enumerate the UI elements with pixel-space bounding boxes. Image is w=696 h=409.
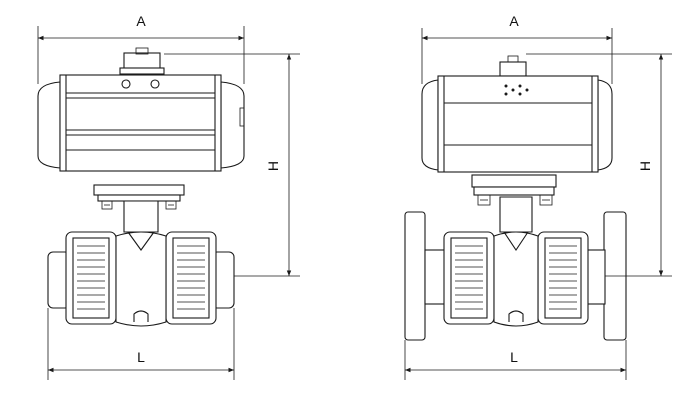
dimension-a-left — [37, 26, 245, 84]
dimension-h-label-right: H — [637, 161, 653, 171]
ball-valve-body-right — [404, 211, 627, 341]
dimension-h-right — [526, 53, 672, 277]
flanged-valve-drawing: A H L — [404, 13, 672, 380]
pneumatic-actuator-left — [37, 47, 245, 172]
pneumatic-actuator-right — [421, 55, 613, 173]
mounting-bracket-right — [471, 174, 557, 251]
dimension-h-left — [164, 53, 300, 277]
dimension-l-label-left: L — [137, 349, 145, 365]
dimension-l-right — [404, 340, 627, 380]
ball-valve-body-left — [47, 231, 235, 327]
dimension-a-right — [421, 28, 613, 84]
dimension-l-label-right: L — [510, 349, 518, 365]
dimension-l-left — [47, 308, 235, 380]
dimension-a-label-right: A — [509, 13, 519, 29]
union-end-valve-drawing: A H L — [37, 13, 300, 380]
dimension-a-label-left: A — [136, 13, 146, 29]
mounting-bracket-left — [93, 184, 185, 249]
dimension-h-label-left: H — [265, 161, 281, 171]
